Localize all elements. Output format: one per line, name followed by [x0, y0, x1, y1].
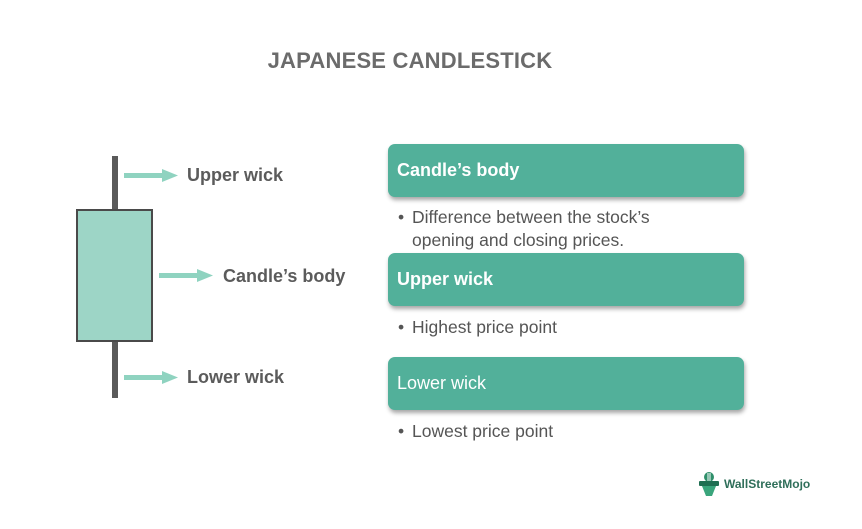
- candle-body: [76, 209, 153, 342]
- card-heading: Candle’s body: [397, 160, 520, 180]
- lower-wick-label: Lower wick: [187, 367, 285, 387]
- card-upper-wick-bullet: • Highest price point: [398, 316, 557, 339]
- bullet-dot: •: [398, 207, 405, 227]
- bullet-dot: •: [398, 421, 405, 441]
- upper-wick-arrow-icon: [124, 169, 178, 182]
- body-label: Candle’s body: [223, 266, 346, 286]
- bullet-line: opening and closing prices.: [412, 230, 625, 250]
- card-heading: Lower wick: [397, 373, 487, 393]
- logo-icon: [699, 472, 719, 496]
- wallstreetmojo-logo: WallStreetMojo: [697, 471, 810, 497]
- card-candle-body-bullet: • Difference between the stock’s opening a…: [398, 206, 650, 252]
- lower-wick-arrow-icon: [124, 371, 178, 384]
- bullet-line: Lowest price point: [412, 421, 554, 441]
- card-candle-body: Candle’s body: [388, 144, 744, 197]
- bullet-dot: •: [398, 317, 405, 337]
- bullet-line: Highest price point: [412, 317, 557, 337]
- card-upper-wick: Upper wick: [388, 253, 744, 306]
- card-lower-wick: Lower wick: [388, 357, 744, 410]
- card-heading: Upper wick: [397, 269, 494, 289]
- logo-text: WallStreetMojo: [724, 477, 811, 491]
- page-title: JAPANESE CANDLESTICK: [267, 48, 553, 73]
- body-arrow-icon: [159, 269, 213, 282]
- card-lower-wick-bullet: • Lowest price point: [398, 420, 553, 443]
- upper-wick-label: Upper wick: [187, 165, 284, 185]
- bullet-line: Difference between the stock’s: [412, 207, 650, 227]
